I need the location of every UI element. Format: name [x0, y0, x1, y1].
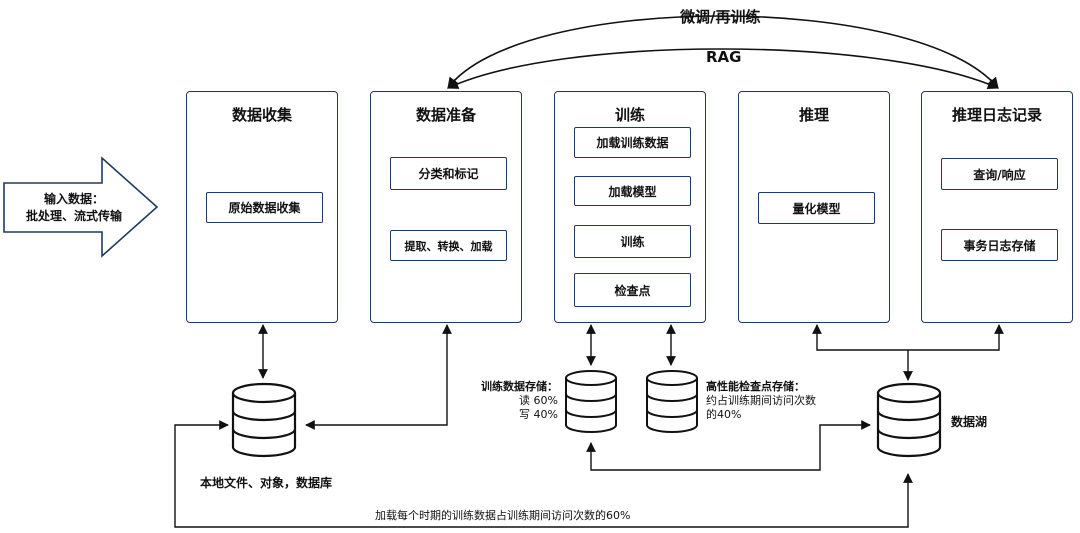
- transaction-log-box: 事务日志存储: [941, 229, 1058, 261]
- train-store-write: 写 40%: [519, 408, 558, 421]
- panel-title: 训练: [614, 106, 645, 124]
- train-store-label: 训练数据存储： 读 60% 写 40%: [470, 380, 558, 422]
- quantized-model-box: 量化模型: [758, 192, 875, 224]
- input-data-label: 输入数据： 批处理、流式传输: [10, 191, 138, 225]
- load-training-data-box: 加载训练数据: [574, 127, 691, 158]
- train-store-title: 训练数据存储：: [481, 380, 558, 393]
- panel-inference: 推理 量化模型: [738, 91, 890, 323]
- data-lake-database-icon: [876, 382, 942, 458]
- local-database-icon: [231, 382, 297, 458]
- checkpoint-store-title: 高性能检查点存储：: [706, 380, 805, 393]
- finetune-arc: [447, 15, 999, 89]
- input-line1: 输入数据：: [43, 192, 104, 206]
- rag-label: RAG: [706, 48, 742, 66]
- rag-arc: [446, 48, 1000, 90]
- load-model-box: 加载模型: [574, 176, 691, 206]
- finetune-label: 微调/再训练: [680, 8, 761, 26]
- input-arrow-shape: [3, 156, 159, 258]
- query-response-box: 查询/响应: [941, 158, 1058, 190]
- panel-title: 数据收集: [231, 106, 292, 124]
- checkpoint-store-line3: 的40%: [706, 408, 742, 421]
- training-box: 训练: [574, 225, 691, 258]
- checkpoint-box: 检查点: [574, 273, 691, 307]
- panel-inference-logging: 推理日志记录 查询/响应 事务日志存储: [921, 91, 1073, 323]
- checkpoint-store-line2: 约占训练期间访问次数: [706, 394, 816, 407]
- checkpoint-store-label: 高性能检查点存储： 约占训练期间访问次数 的40%: [706, 380, 816, 422]
- etl-box: 提取、转换、加载: [390, 230, 507, 261]
- local-storage-label: 本地文件、对象，数据库: [200, 476, 333, 490]
- train-store-read: 读 60%: [519, 394, 558, 407]
- data-lake-label: 数据湖: [951, 415, 988, 429]
- panel-training: 训练 加载训练数据 加载模型 训练 检查点: [554, 91, 706, 323]
- input-line2: 批处理、流式传输: [25, 209, 122, 223]
- train-store-database-icon: [565, 370, 617, 433]
- raw-data-collection-box: 原始数据收集: [206, 192, 323, 223]
- classify-label-box: 分类和标记: [390, 157, 507, 190]
- panel-title: 推理日志记录: [951, 106, 1042, 124]
- bottom-loop-label: 加载每个时期的训练数据占训练期间访问次数的60%: [375, 509, 631, 522]
- panel-title: 推理: [798, 106, 829, 124]
- panel-title: 数据准备: [415, 106, 476, 124]
- panel-data-preparation: 数据准备 分类和标记 提取、转换、加载: [370, 91, 522, 323]
- checkpoint-store-database-icon: [646, 370, 698, 433]
- panel-data-collection: 数据收集 原始数据收集: [186, 91, 338, 323]
